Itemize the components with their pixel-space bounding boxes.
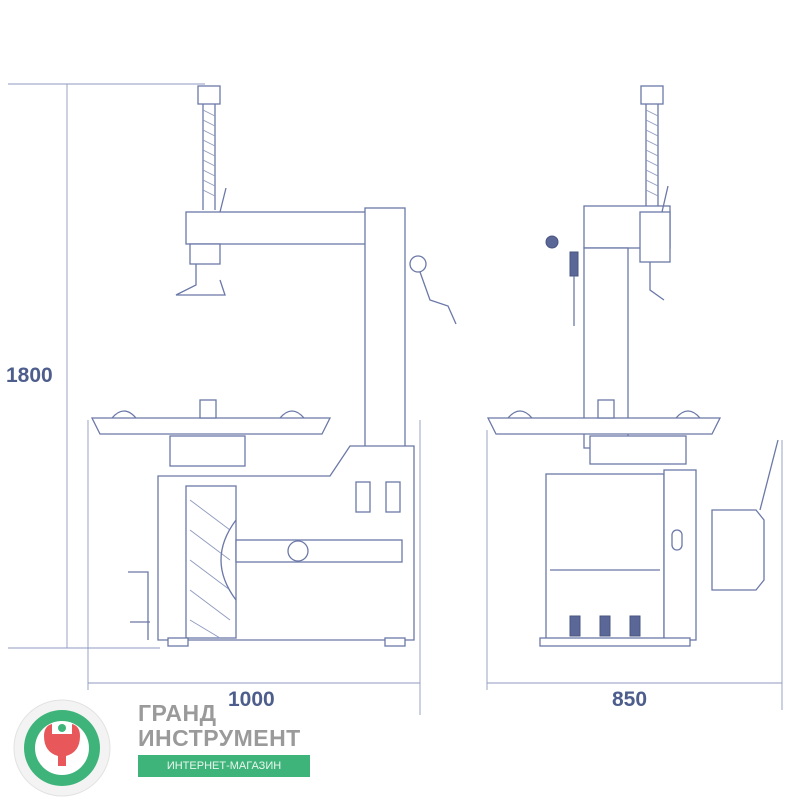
side-width-dimension-label: 1000 bbox=[228, 688, 275, 711]
front-width-dimension-label: 850 bbox=[612, 688, 648, 711]
brand-name-line1: ГРАНД bbox=[138, 700, 217, 726]
logo-emblem bbox=[13, 699, 111, 797]
side-view bbox=[90, 85, 457, 647]
height-dimension-line bbox=[8, 83, 205, 649]
brand-tagline: ИНТЕРНЕТ-МАГАЗИН bbox=[138, 755, 310, 777]
front-view bbox=[486, 85, 779, 647]
height-dimension-label: 1800 bbox=[6, 364, 53, 387]
width-dimension-side bbox=[87, 420, 421, 715]
brand-name-line2: ИНСТРУМЕНТ bbox=[138, 725, 301, 751]
width-dimension-front bbox=[486, 430, 783, 710]
